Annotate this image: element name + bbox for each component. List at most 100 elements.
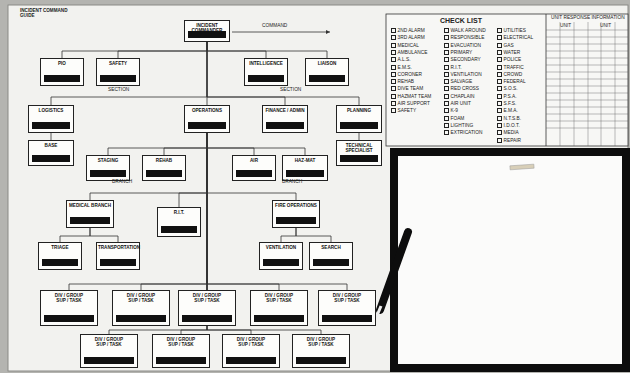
checklist-item: SAFETY — [391, 108, 416, 114]
box-label: SUP / TASK — [42, 298, 96, 303]
org-box: PIO — [40, 58, 84, 86]
checklist-item: AIR UNIT — [444, 101, 471, 107]
org-connector — [62, 42, 207, 58]
section-label: BRANCH — [282, 180, 302, 185]
unit-response-grid — [546, 22, 628, 146]
checklist-item: I.D.O.T. — [497, 123, 520, 129]
dry-erase-panel — [394, 152, 626, 368]
checklist-item: 2ND ALARM — [391, 28, 425, 34]
box-label: DIV / GROUP — [42, 293, 96, 298]
org-box: DIV / GROUPSUP / TASK — [80, 334, 138, 368]
section-label: COMMAND — [262, 24, 287, 29]
org-connector — [296, 228, 331, 242]
checklist-item: LIGHTING — [444, 123, 473, 129]
checklist-divider — [546, 14, 547, 146]
checklist-item: RESPONSIBLE — [444, 35, 484, 41]
box-label: INTELLIGENCE — [246, 61, 286, 66]
org-box: SAFETY — [96, 58, 140, 86]
box-label: SUP / TASK — [82, 342, 136, 347]
checklist-item: REPAIR — [497, 138, 521, 144]
checklist-item: R.I.T. — [444, 65, 462, 71]
box-label: DIV / GROUP — [154, 337, 208, 342]
org-box: INTELLIGENCE — [244, 58, 288, 86]
checklist-item: CORONER — [391, 72, 422, 78]
box-label: STAGING — [88, 158, 128, 163]
box-label: MEDICAL BRANCH — [68, 203, 112, 208]
box-label: PLANNING — [338, 108, 380, 113]
checklist-item: EXTRICATION — [444, 130, 482, 136]
checklist-item: ELECTRICAL — [497, 35, 533, 41]
checklist-item: CHAPLAIN — [444, 94, 475, 100]
checklist-item: TRAFFIC — [497, 65, 524, 71]
box-label: DIV / GROUP — [114, 293, 168, 298]
checklist-item: CROWD — [497, 72, 522, 78]
box-label: SUP / TASK — [320, 298, 374, 303]
checklist-item: E.M.S. — [391, 65, 412, 71]
checklist-item: UTILITIES — [497, 28, 526, 34]
org-connector — [51, 133, 52, 140]
org-box: AIR — [232, 155, 276, 181]
section-label: SECTION — [108, 88, 129, 93]
org-box: MEDICAL BRANCH — [66, 200, 114, 228]
checklist-item: S.F.S. — [497, 101, 516, 107]
box-label: AIR — [234, 158, 274, 163]
org-box: DIV / GROUPSUP / TASK — [40, 290, 98, 326]
checklist-item: MEDIA — [497, 130, 519, 136]
org-box: LOGISTICS — [28, 105, 74, 133]
box-label: INCIDENT COMMANDER — [186, 23, 228, 34]
org-connector — [108, 133, 207, 155]
box-label: DIV / GROUP — [224, 337, 278, 342]
box-label: TRIAGE — [40, 245, 80, 250]
checklist-item: S.O.S. — [497, 86, 518, 92]
box-label: HAZ-MAT — [284, 158, 326, 163]
box-label: DIV / GROUP — [294, 337, 348, 342]
box-label: SUP / TASK — [114, 298, 168, 303]
checklist-frame — [386, 14, 628, 146]
org-connector — [118, 42, 207, 58]
checklist-item: AMBULANCE — [391, 50, 427, 56]
box-label: TRANSPORTATION — [98, 245, 138, 250]
whiteboard-surface — [8, 5, 628, 371]
org-box: INCIDENT COMMANDER — [184, 20, 230, 42]
box-label: SUP / TASK — [294, 342, 348, 347]
box-label: R.I.T. — [159, 210, 199, 215]
checklist-item: WALK AROUND — [444, 28, 486, 34]
org-box: DIV / GROUPSUP / TASK — [152, 334, 210, 368]
marker-tip — [376, 306, 381, 318]
box-label: BASE — [30, 143, 72, 148]
marker-cap — [510, 164, 534, 170]
command-arrow — [232, 32, 330, 33]
checklist-item: K-9 — [444, 108, 458, 114]
org-connector — [359, 133, 360, 140]
org-connector — [207, 42, 359, 105]
checklist-item: HAZMAT TEAM — [391, 94, 431, 100]
org-box: DIV / GROUPSUP / TASK — [222, 334, 280, 368]
box-label: DIV / GROUP — [82, 337, 136, 342]
box-label: DIV / GROUP — [320, 293, 374, 298]
org-box: STAGING — [86, 155, 130, 181]
checklist-item: FEDERAL — [497, 79, 526, 85]
org-box: DIV / GROUPSUP / TASK — [292, 334, 350, 368]
checklist-item: REHAB — [391, 79, 414, 85]
box-label: LOGISTICS — [30, 108, 72, 113]
checklist-item: FOAM — [444, 116, 464, 122]
org-box: DIV / GROUPSUP / TASK — [318, 290, 376, 326]
box-label: REHAB — [144, 158, 184, 163]
marker-pen — [380, 232, 408, 310]
checklist-item: DIVE TEAM — [391, 86, 423, 92]
org-connector — [207, 42, 327, 58]
org-box: TECHNICAL SPECIALIST — [336, 140, 382, 166]
checklist-item: EVACUATION — [444, 43, 481, 49]
section-label: UNIT — [560, 24, 571, 29]
box-label: OPERATIONS — [186, 108, 228, 113]
checklist-item: WATER — [497, 50, 520, 56]
checklist-item: N.T.S.B. — [497, 116, 521, 122]
box-label: FIRE OPERATIONS — [274, 203, 318, 208]
org-box: DIV / GROUPSUP / TASK — [178, 290, 236, 326]
checklist-item: P.S.A. — [497, 94, 516, 100]
org-box: PLANNING — [336, 105, 382, 133]
checklist-item: 3RD ALARM — [391, 35, 425, 41]
org-box: DIV / GROUPSUP / TASK — [112, 290, 170, 326]
board-title: INCIDENT COMMAND GUIDE — [20, 8, 80, 18]
